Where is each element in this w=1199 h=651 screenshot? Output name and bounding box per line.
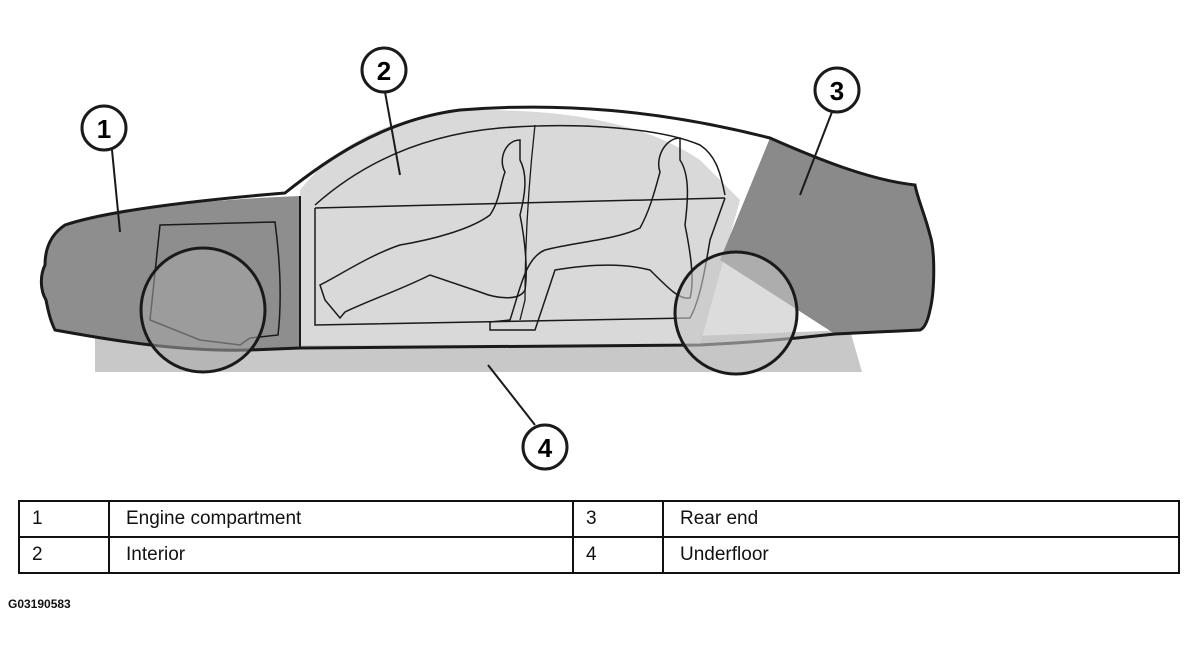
legend-number: 4 xyxy=(572,536,664,574)
window-line xyxy=(314,124,726,206)
svg-text:1: 1 xyxy=(97,114,111,144)
legend-label: Rear end xyxy=(662,500,1180,538)
figure-id: G03190583 xyxy=(8,597,71,611)
callout-3-leader xyxy=(799,111,833,196)
interior-zone xyxy=(300,110,740,345)
callout-3: 3 xyxy=(813,66,861,114)
legend-number: 2 xyxy=(18,536,110,574)
callout-1: 1 xyxy=(80,104,128,152)
rear-occupant-outline xyxy=(489,137,693,331)
svg-text:3: 3 xyxy=(830,76,844,106)
front-occupant-outline xyxy=(319,139,527,320)
svg-text:2: 2 xyxy=(377,56,391,86)
callout-1-leader xyxy=(111,149,121,233)
legend-table: 1 Engine compartment 3 Rear end 2 Interi… xyxy=(18,500,1180,574)
callout-2: 2 xyxy=(360,46,408,94)
car-body-outline xyxy=(39,105,936,352)
callout-4-leader xyxy=(487,364,536,426)
callout-2-leader xyxy=(384,91,401,176)
legend-label: Engine compartment xyxy=(108,500,574,538)
rear-wheel xyxy=(673,250,799,376)
legend-number: 3 xyxy=(572,500,664,538)
legend-label: Underfloor xyxy=(662,536,1180,574)
legend-number: 1 xyxy=(18,500,110,538)
legend-row: 2 Interior 4 Underfloor xyxy=(18,536,1180,574)
car-zones-diagram: 1 2 3 4 xyxy=(39,46,936,471)
legend-row: 1 Engine compartment 3 Rear end xyxy=(18,500,1180,538)
svg-text:4: 4 xyxy=(538,433,553,463)
front-seat-outline xyxy=(519,124,536,321)
callout-4: 4 xyxy=(521,423,569,471)
front-wheel xyxy=(139,246,267,374)
legend-label: Interior xyxy=(108,536,574,574)
beltline xyxy=(314,197,726,209)
